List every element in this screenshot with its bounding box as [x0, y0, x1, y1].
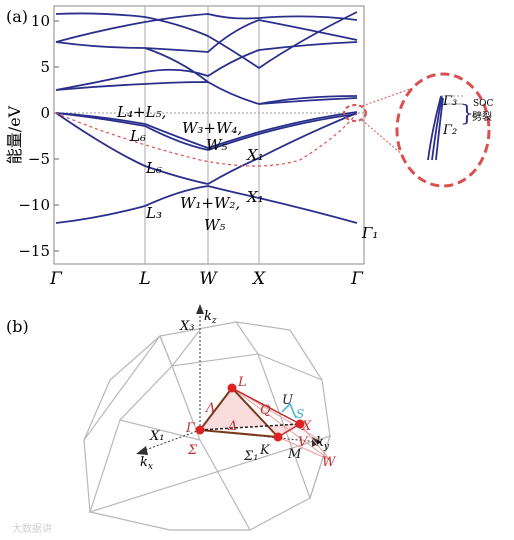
inset-split-text: 劈裂	[472, 110, 492, 123]
band-label: X₁	[246, 146, 264, 164]
watermark: 大数据讲	[12, 522, 52, 535]
label-Lambda: Λ	[205, 401, 215, 416]
label-Sigma1: Σ₁	[243, 449, 258, 464]
label-Sigma: Σ	[187, 443, 198, 458]
y-tick-label: 0	[40, 104, 50, 122]
soc-brace: }	[460, 102, 474, 127]
band-label: L₃	[145, 204, 162, 222]
band-label: W₅	[204, 216, 225, 234]
dashed-band	[55, 112, 358, 167]
band-label: L₆	[129, 127, 146, 145]
x-tick-label: X	[251, 269, 266, 289]
zoom-inset-circle	[395, 72, 491, 188]
label-X: X	[301, 419, 312, 434]
ky-arrowhead	[312, 437, 322, 447]
band-curve	[258, 95, 358, 105]
point-K	[273, 432, 283, 442]
zoom-source-circle	[343, 104, 367, 122]
x-tick-label: L	[138, 269, 150, 289]
label-U: U	[282, 393, 294, 408]
label-Q: Q	[260, 403, 271, 418]
y-tick-label: −5	[28, 150, 50, 168]
band-curve	[144, 47, 209, 83]
x3-label: X₃	[179, 319, 194, 334]
band-label: W₅	[206, 136, 227, 154]
x1-label: X₁	[149, 429, 164, 444]
band-label: L₄+L₅,	[116, 103, 166, 121]
panel-b: (b) kz ky kx X₃ X₁	[6, 304, 337, 531]
band-label: W₁+W₂,	[180, 194, 240, 212]
band-label: Γ₁	[361, 224, 378, 242]
label-M: M	[287, 447, 302, 462]
x-tick-label: W	[199, 269, 218, 289]
band-label: X₁	[246, 188, 264, 206]
point-X	[295, 419, 305, 429]
band-curve	[55, 81, 358, 105]
kx-arrowhead	[136, 446, 148, 455]
path-gamma-K	[199, 429, 279, 438]
x-tick-label: Γ	[49, 269, 63, 289]
y-tick-label: 10	[31, 12, 50, 30]
panel-a: (a) 10 5 0 −5 −10 −15 能量/eV Γ L W X	[5, 5, 494, 289]
band-curve	[55, 185, 358, 224]
band-curve	[55, 41, 358, 91]
label-gamma: Γ	[185, 421, 196, 436]
kz-label: kz	[204, 309, 217, 326]
band-curves	[55, 11, 358, 224]
y-axis-label: 能量/eV	[5, 105, 24, 164]
path-gamma-X	[199, 423, 301, 431]
label-W: W	[322, 455, 337, 470]
label-S: S	[296, 407, 304, 421]
ky-label: ky	[316, 435, 330, 452]
path-U-S	[281, 402, 297, 419]
y-ticks	[54, 20, 59, 252]
band-curve	[55, 19, 358, 53]
band-curve	[55, 112, 358, 185]
panel-b-tag: (b)	[6, 317, 29, 336]
kx-label: kx	[140, 455, 153, 472]
brillouin-zone	[83, 321, 331, 531]
y-tick-label: −10	[18, 196, 50, 214]
label-K: K	[259, 443, 271, 458]
band-label: W₃+W₄,	[182, 119, 242, 137]
inset-soc-text: SOC	[473, 99, 494, 109]
inset-label-gamma2: Γ₂	[442, 123, 457, 138]
x-tick-label: Γ	[350, 269, 364, 289]
band-curve	[55, 13, 358, 43]
path-L-X	[231, 387, 301, 425]
label-Delta: Δ	[227, 419, 237, 434]
irreducible-wedge	[199, 387, 331, 461]
point-L	[227, 383, 237, 393]
band-label: L₆	[145, 159, 162, 177]
band-curve	[55, 11, 358, 70]
kz-arrowhead	[196, 304, 204, 314]
band-curve	[55, 111, 358, 149]
inset-label-gamma3: Γ₃	[442, 94, 457, 109]
y-tick-label: −15	[18, 242, 50, 260]
plot-frame	[53, 5, 365, 265]
band-curve	[55, 112, 358, 151]
label-L: L	[237, 375, 247, 390]
panel-a-tag: (a)	[6, 7, 28, 26]
k-axes	[139, 308, 319, 453]
path-gamma-L	[199, 387, 233, 431]
inset-bands	[427, 95, 444, 161]
y-tick-label: 5	[40, 58, 50, 76]
point-gamma	[195, 425, 205, 435]
label-V: V	[298, 435, 309, 450]
path-L-K	[231, 387, 279, 438]
